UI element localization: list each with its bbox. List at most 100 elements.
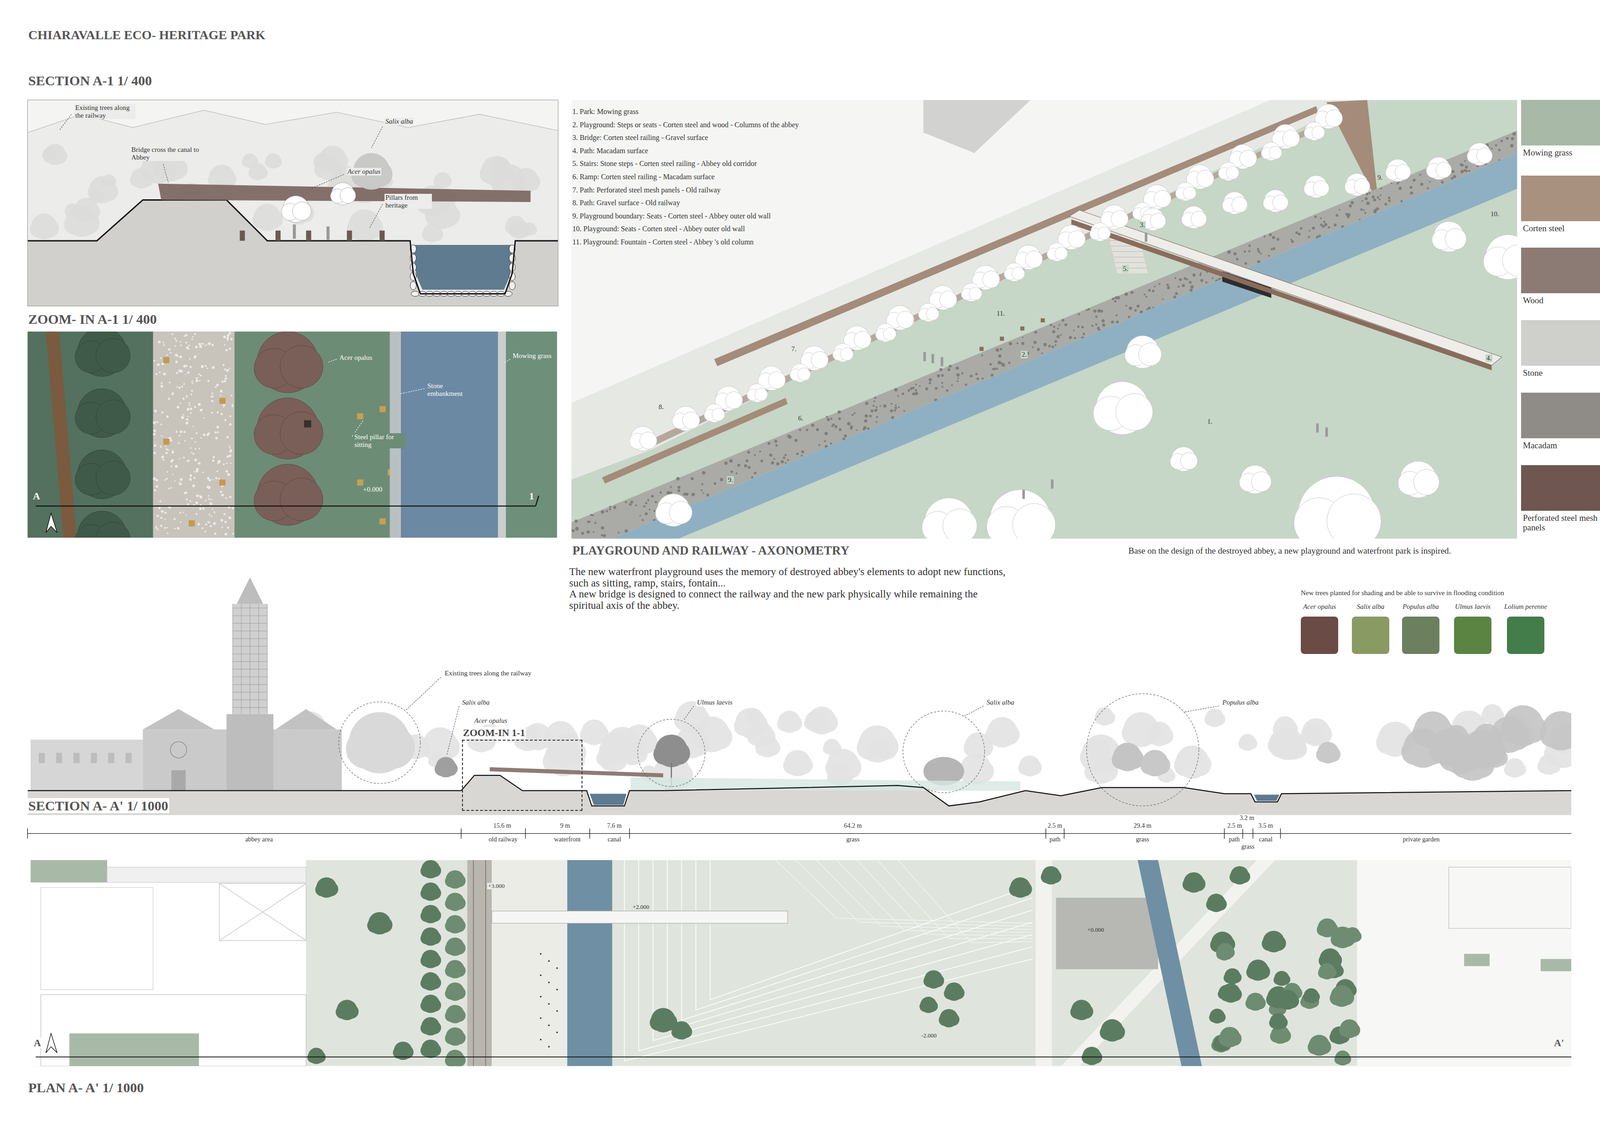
gravel-dot [204, 530, 207, 533]
stone-embankment [571, 130, 1518, 539]
canopy-lobe [1454, 729, 1470, 746]
canopy-lobe [1313, 180, 1330, 197]
stone [1177, 285, 1180, 288]
building [219, 883, 307, 941]
callout-circle [338, 701, 421, 784]
leader-line [371, 126, 383, 148]
gravel-dot [227, 472, 230, 476]
gravel-dot [198, 373, 201, 376]
gravel-dot [155, 421, 158, 424]
scaffold [267, 603, 268, 715]
gravel-dot [192, 425, 194, 428]
gravel-dot [182, 511, 185, 514]
stone [1101, 319, 1105, 323]
gravel-dot [153, 359, 156, 362]
tree [1229, 866, 1251, 885]
tree [1318, 963, 1337, 980]
stone [1495, 144, 1498, 147]
stone [996, 367, 999, 370]
building-shadow [923, 99, 1031, 153]
gravel-dot [204, 365, 207, 368]
gravel-dot [154, 409, 157, 413]
stone [1173, 295, 1176, 299]
gravel-dot [203, 417, 205, 419]
person [1022, 489, 1025, 499]
gravel-dot [216, 384, 219, 387]
gravel-dot [159, 500, 162, 503]
contour-line [857, 860, 1033, 936]
stone [1114, 300, 1117, 303]
stone [949, 364, 952, 368]
stone [1200, 272, 1202, 275]
callout-circle [1086, 693, 1199, 806]
seat [1040, 318, 1045, 323]
gravel-dot [224, 377, 227, 380]
stone [758, 450, 761, 453]
canopy-lobe [1282, 721, 1298, 737]
stone [1151, 289, 1155, 293]
tree [479, 155, 515, 187]
gravel-dot [212, 366, 215, 369]
tree [1344, 173, 1370, 196]
stone [1364, 197, 1368, 201]
stone [894, 404, 897, 407]
gravel-dot [185, 364, 188, 367]
lawn [69, 1033, 199, 1067]
panel-frame [27, 99, 558, 307]
stone [981, 354, 983, 357]
canopy-lobe [687, 733, 710, 756]
stone [773, 457, 775, 460]
spire [236, 577, 264, 604]
tree [420, 972, 442, 991]
waterfront [630, 777, 1021, 791]
pillar-dot [540, 1038, 542, 1041]
gravel-dot [171, 473, 174, 476]
gravel-dot [189, 474, 193, 478]
gravel-dot [171, 392, 174, 395]
dimension-tick [1252, 828, 1253, 839]
gravel-dot [168, 381, 171, 384]
tree [445, 1049, 466, 1067]
pillar-dot [556, 988, 559, 991]
person [923, 352, 926, 362]
gravel-dot [195, 501, 199, 505]
lawn [30, 860, 108, 883]
stone [1162, 298, 1164, 301]
stone [830, 417, 833, 421]
gravel-dot [231, 405, 234, 408]
stone [1419, 173, 1422, 176]
tree [420, 904, 442, 924]
window [108, 753, 115, 764]
canal-water [412, 244, 514, 290]
gravel-dot [152, 432, 156, 436]
gravel-dot [162, 342, 165, 344]
gravel-dot [200, 365, 204, 369]
leader-line [1183, 706, 1220, 712]
tree [445, 870, 466, 889]
person [1316, 423, 1320, 433]
tree [43, 143, 68, 166]
stone [850, 425, 853, 429]
stone [719, 477, 723, 482]
tree [1124, 335, 1162, 369]
canopy-lobe [1215, 1012, 1226, 1023]
tree [1307, 1034, 1332, 1056]
stone [1087, 308, 1090, 311]
stone [1270, 248, 1273, 251]
canopy-lobe [371, 726, 415, 769]
stone [600, 526, 604, 530]
stone [981, 377, 984, 380]
tree [420, 860, 442, 879]
stone [1008, 342, 1013, 346]
stone [975, 372, 978, 375]
gravel-dot [179, 341, 182, 343]
gravel-dot [152, 477, 156, 481]
tree [1397, 461, 1440, 499]
stone [805, 428, 809, 432]
dimension-tick [1064, 828, 1065, 839]
gravel-dot [212, 456, 215, 459]
gravel-dot [188, 358, 191, 360]
stone [1371, 195, 1375, 199]
gravel-dot [205, 523, 208, 526]
callout-circle [637, 719, 706, 787]
